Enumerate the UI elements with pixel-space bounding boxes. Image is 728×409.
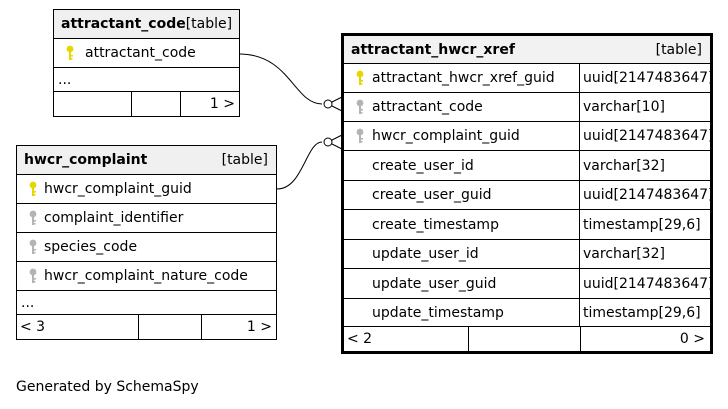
column-type: varchar[32]	[579, 151, 710, 180]
column-name: attractant_code	[372, 99, 483, 115]
column-row[interactable]: hwcr_complaint_guid uuid[2147483647]	[344, 122, 714, 151]
column-name: create_user_guid	[372, 187, 492, 203]
column-name: complaint_identifier	[44, 210, 184, 226]
column-name: update_timestamp	[372, 304, 504, 321]
column-type: uuid[2147483647]	[579, 181, 714, 209]
children-count[interactable]: 1 >	[180, 92, 239, 116]
column-name: hwcr_complaint_guid	[372, 128, 520, 144]
column-name: attractant_hwcr_xref_guid	[372, 70, 555, 86]
ellipsis: ...	[58, 71, 72, 88]
column-row[interactable]: hwcr_complaint_guid	[17, 175, 276, 204]
index-key-icon	[350, 99, 370, 115]
table-kind: [table]	[655, 41, 702, 58]
column-name: create_timestamp	[372, 216, 499, 233]
ellipsis: ...	[21, 294, 35, 311]
index-key-icon	[350, 128, 370, 144]
column-row[interactable]: attractant_code	[54, 39, 239, 68]
table-name: attractant_code	[61, 16, 186, 32]
key-icon	[350, 70, 370, 86]
column-row[interactable]: species_code	[17, 233, 276, 262]
index-key-icon	[23, 210, 43, 226]
parents-count[interactable]: < 2	[347, 331, 373, 347]
column-row[interactable]: create_user_id varchar[32]	[344, 151, 710, 181]
index-key-icon	[23, 268, 43, 284]
column-row[interactable]: create_timestamp timestamp[29,6]	[344, 210, 710, 240]
optional-marker	[323, 137, 333, 147]
parents-count[interactable]: < 3	[20, 319, 46, 335]
column-row[interactable]: hwcr_complaint_nature_code	[17, 262, 276, 291]
index-key-icon	[23, 239, 43, 255]
column-name: update_user_id	[372, 246, 479, 262]
generated-by-caption: Generated by SchemaSpy	[16, 379, 199, 395]
relation-attractant-code	[238, 53, 323, 105]
table-footer: 1 >	[54, 92, 239, 116]
column-type: uuid[2147483647]	[579, 122, 714, 150]
column-name: create_user_id	[372, 157, 474, 174]
column-row[interactable]: create_user_guid uuid[2147483647]	[344, 181, 714, 210]
key-icon	[60, 45, 80, 61]
table-attractant-hwcr-xref[interactable]: attractant_hwcr_xref [table] attractant_…	[341, 33, 714, 354]
column-row[interactable]: complaint_identifier	[17, 204, 276, 233]
table-attractant-code[interactable]: attractant_code [table] attractant_code …	[53, 9, 240, 117]
column-row[interactable]: update_timestamp timestamp[29,6]	[344, 299, 710, 327]
table-name: attractant_hwcr_xref	[351, 41, 515, 58]
table-footer: < 2 0 >	[344, 327, 710, 351]
children-count[interactable]: 0 >	[580, 327, 710, 351]
table-header: attractant_hwcr_xref [table]	[344, 36, 710, 64]
column-type: timestamp[29,6]	[579, 299, 710, 326]
key-icon	[23, 181, 43, 197]
column-name: hwcr_complaint_nature_code	[44, 268, 248, 284]
column-type: varchar[32]	[579, 240, 710, 268]
table-hwcr-complaint[interactable]: hwcr_complaint [table] hwcr_complaint_gu…	[16, 145, 277, 340]
table-kind: [table]	[185, 16, 233, 32]
column-type: timestamp[29,6]	[579, 210, 710, 239]
table-footer: < 3 1 >	[17, 315, 276, 339]
table-header: attractant_code [table]	[54, 10, 239, 39]
column-name: update_user_guid	[372, 275, 497, 292]
more-columns-row: ...	[54, 68, 239, 92]
column-name: hwcr_complaint_guid	[44, 181, 192, 197]
column-type: uuid[2147483647]	[579, 269, 714, 298]
column-row[interactable]: update_user_guid uuid[2147483647]	[344, 269, 714, 299]
column-row[interactable]: update_user_id varchar[32]	[344, 240, 710, 269]
children-count[interactable]: 1 >	[201, 315, 276, 339]
more-columns-row: ...	[17, 291, 276, 315]
table-header: hwcr_complaint [table]	[17, 146, 276, 175]
column-row[interactable]: attractant_hwcr_xref_guid uuid[214748364…	[344, 64, 714, 93]
column-type: uuid[2147483647]	[579, 64, 714, 92]
optional-marker	[323, 99, 333, 109]
column-name: attractant_code	[85, 45, 196, 61]
table-name: hwcr_complaint	[24, 152, 148, 168]
table-kind: [table]	[221, 152, 268, 168]
column-type: varchar[10]	[579, 93, 710, 121]
column-row[interactable]: attractant_code varchar[10]	[344, 93, 710, 122]
column-name: species_code	[44, 239, 138, 255]
relation-hwcr-complaint	[276, 141, 323, 190]
